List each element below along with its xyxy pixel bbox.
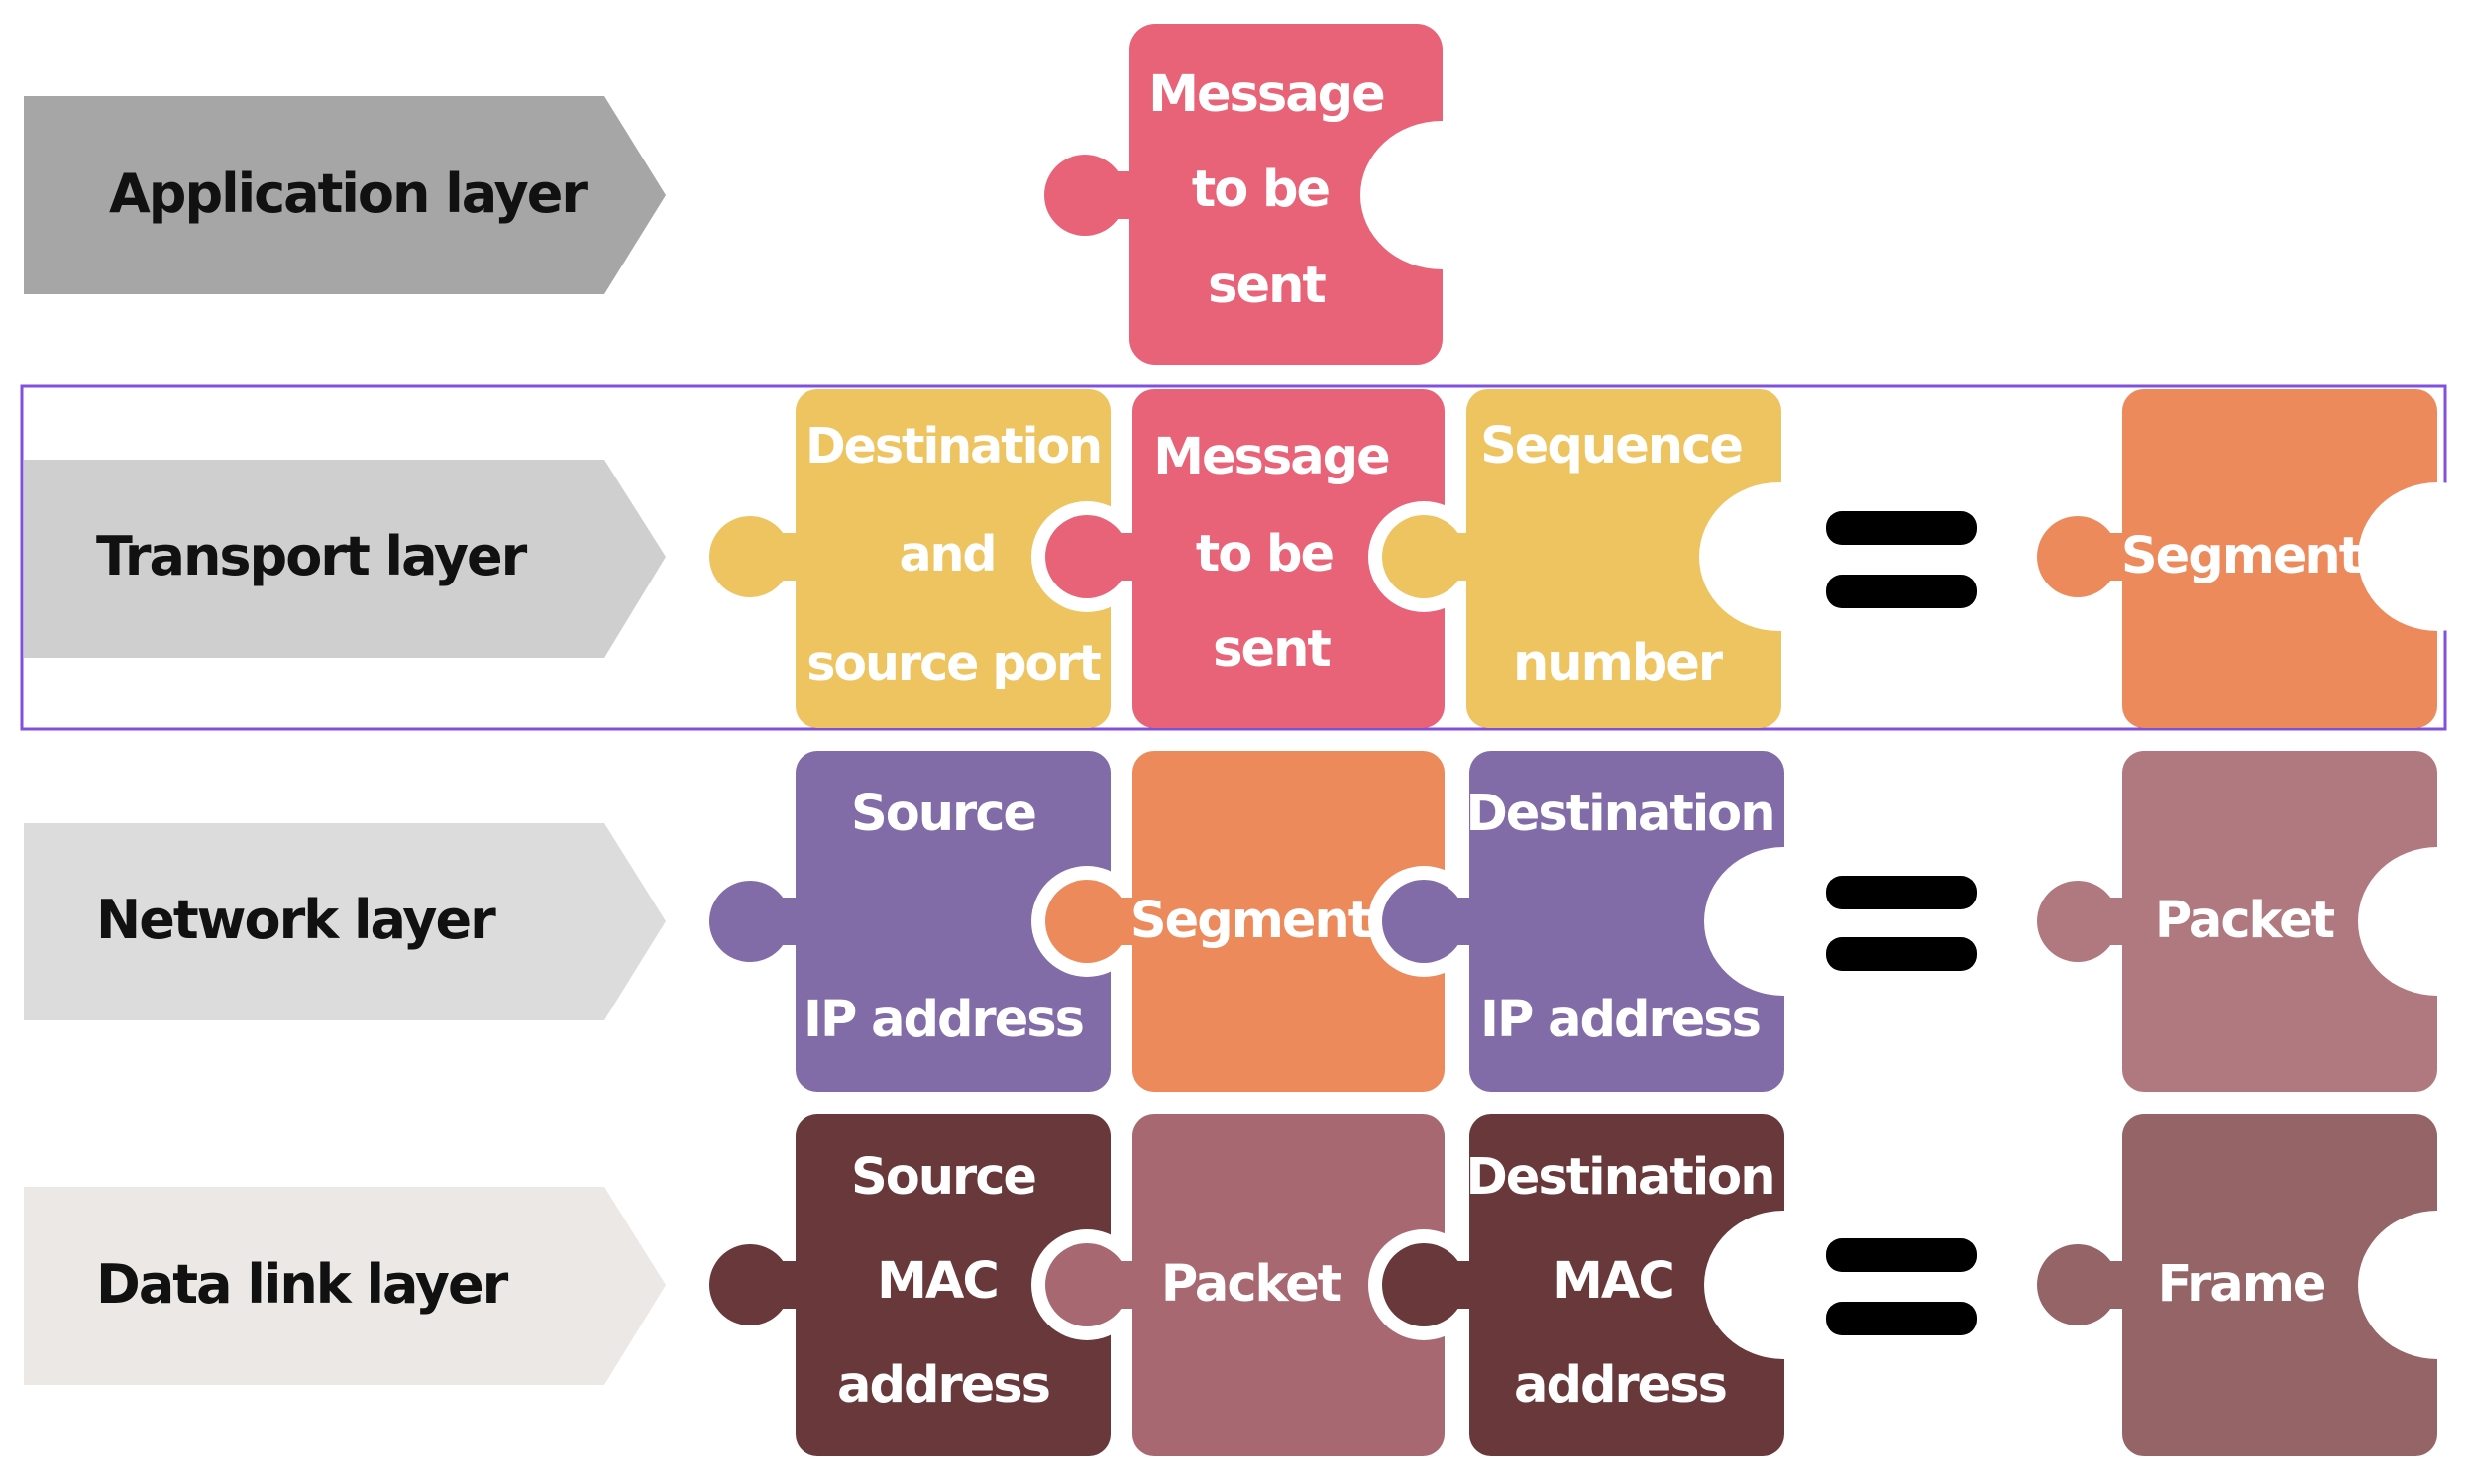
- piece-label-line: to be: [1192, 160, 1330, 219]
- piece-label-line: IP address: [1480, 991, 1760, 1049]
- layer-label-transport: Transport layer: [96, 525, 528, 587]
- piece-label-line: Destination: [1465, 1148, 1773, 1207]
- piece-label-line: Destination: [805, 418, 1101, 475]
- puzzle-body: [1469, 751, 1784, 1092]
- puzzle-socket: [2358, 1211, 2467, 1359]
- puzzle-neck: [1085, 533, 1144, 581]
- piece-label-line: Source: [851, 785, 1035, 843]
- puzzle-body: [1132, 389, 1445, 728]
- puzzle-neck: [2076, 1261, 2135, 1309]
- piece-label-line: Segment: [1130, 892, 1372, 950]
- network-payload-piece: Segment: [1031, 751, 1445, 1092]
- equals-bar: [1826, 1238, 1977, 1272]
- puzzle-neck: [748, 533, 807, 581]
- puzzle-neck: [1085, 898, 1144, 945]
- layer-arrow-shape: [24, 96, 666, 294]
- equals-bar: [1826, 937, 1977, 971]
- layer-arrow-shape: [24, 823, 666, 1020]
- puzzle-body: [1469, 1114, 1784, 1456]
- puzzle-neck: [1085, 1261, 1144, 1309]
- equals-bar: [1826, 575, 1977, 608]
- puzzle-body: [796, 751, 1111, 1092]
- puzzle-socket: [1704, 1211, 1863, 1359]
- transport-message-piece: Message to be sent: [1031, 389, 1445, 728]
- layer-arrow-transport: Transport layer: [24, 460, 666, 658]
- piece-label-line: source port: [806, 635, 1101, 691]
- piece-label-line: number: [1513, 634, 1723, 692]
- piece-label-line: Message: [1153, 428, 1389, 486]
- network-result-piece: Packet: [2037, 751, 2467, 1092]
- piece-label-line: Packet: [2155, 892, 2335, 950]
- puzzle-socket: [1704, 847, 1863, 996]
- datalink-source-piece: Source MAC address: [709, 1114, 1111, 1456]
- piece-label-line: sent: [1208, 257, 1326, 315]
- equals-bar: [1826, 876, 1977, 909]
- datalink-result-piece: Frame: [2037, 1114, 2467, 1456]
- transport-header-piece: Destination and source port: [709, 389, 1111, 728]
- puzzle-neck: [1422, 898, 1481, 945]
- puzzle-neck: [2076, 898, 2135, 945]
- puzzle-neck: [1422, 533, 1481, 581]
- network-destination-piece: Destination IP address: [1368, 751, 1863, 1092]
- piece-label-line: Destination: [1465, 785, 1773, 843]
- puzzle-socket: [1699, 482, 1858, 631]
- piece-label-line: Segment: [2121, 527, 2363, 585]
- puzzle-body: [2122, 751, 2437, 1092]
- piece-label-line: MAC: [877, 1252, 998, 1311]
- puzzle-neck: [1422, 1261, 1481, 1309]
- equals-bar: [1826, 1302, 1977, 1335]
- transport-result-piece: Segment: [2037, 389, 2467, 728]
- layer-arrow-shape: [24, 1187, 666, 1385]
- piece-label-line: and: [899, 526, 995, 583]
- puzzle-neck: [1083, 171, 1142, 219]
- piece-label-line: sent: [1213, 620, 1331, 679]
- puzzle-body: [796, 389, 1111, 728]
- piece-label-line: address: [1514, 1356, 1726, 1415]
- piece-label-line: Frame: [2158, 1255, 2325, 1314]
- puzzle-body: [796, 1114, 1111, 1456]
- piece-label-line: address: [837, 1356, 1049, 1415]
- puzzle-socket: [2358, 847, 2467, 996]
- equals-sign: [1826, 876, 1977, 971]
- network-source-piece: Source IP address: [709, 751, 1111, 1092]
- piece-label-line: MAC: [1553, 1252, 1673, 1311]
- datalink-destination-piece: Destination MAC address: [1368, 1114, 1863, 1456]
- piece-label-line: Sequence: [1480, 417, 1742, 476]
- puzzle-socket: [1360, 121, 1523, 269]
- puzzle-body: [2122, 389, 2437, 728]
- equals-sign: [1826, 1238, 1977, 1335]
- transport-trailer-piece: Sequence number: [1368, 389, 1858, 728]
- puzzle-neck: [748, 898, 807, 945]
- piece-label-line: Source: [851, 1148, 1035, 1207]
- layer-label-datalink: Data link layer: [96, 1253, 509, 1316]
- puzzle-body: [1132, 751, 1445, 1092]
- layer-arrow-application: Application layer: [24, 96, 666, 294]
- puzzle-socket: [2358, 482, 2467, 631]
- piece-label-line: Message: [1148, 65, 1384, 124]
- layer-label-network: Network layer: [96, 889, 496, 951]
- piece-label-line: IP address: [804, 991, 1083, 1049]
- piece-label-line: Packet: [1161, 1255, 1341, 1314]
- application-message-piece: Message to be sent: [1044, 24, 1523, 365]
- layer-arrow-shape: [24, 460, 666, 658]
- datalink-payload-piece: Packet: [1031, 1114, 1445, 1456]
- puzzle-body: [2122, 1114, 2437, 1456]
- layer-arrow-network: Network layer: [24, 823, 666, 1020]
- puzzle-neck: [2076, 533, 2135, 581]
- layer-label-application: Application layer: [109, 162, 588, 225]
- layer-arrow-datalink: Data link layer: [24, 1187, 666, 1385]
- puzzle-body: [1132, 1114, 1445, 1456]
- puzzle-body: [1129, 24, 1443, 365]
- equals-sign: [1826, 511, 1977, 608]
- piece-label-line: to be: [1196, 525, 1334, 583]
- puzzle-body: [1466, 389, 1781, 728]
- puzzle-neck: [748, 1261, 807, 1309]
- equals-bar: [1826, 511, 1977, 545]
